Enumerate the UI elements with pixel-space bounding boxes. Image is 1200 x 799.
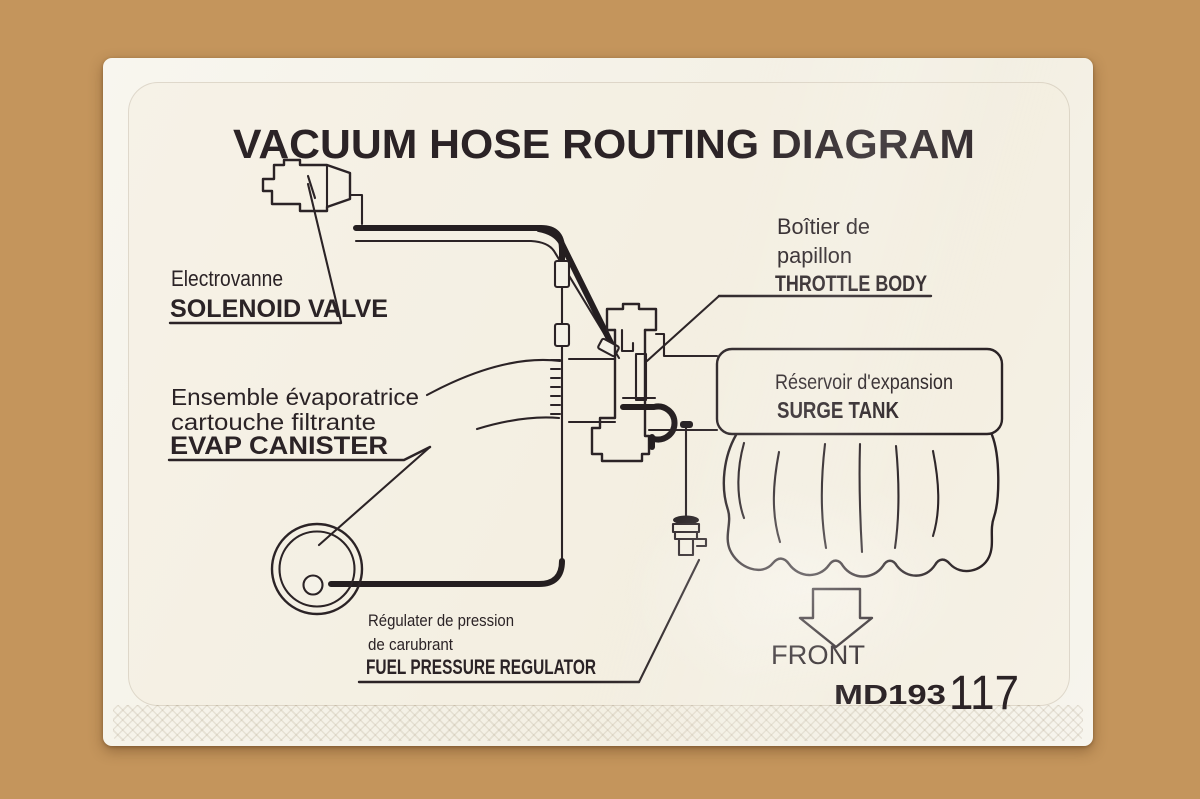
runner-contour [931, 449, 940, 538]
evap-canister-fr1: Ensemble évaporatrice [171, 384, 419, 410]
front-direction: FRONT [771, 587, 874, 670]
hose-fitting [553, 259, 571, 289]
hose-to-evap-canister [328, 558, 565, 587]
label-evap-canister: Ensemble évaporatrice cartouche filtrant… [167, 358, 562, 547]
canister-nipple [302, 574, 324, 596]
fuel-pressure-regulator-symbol [671, 421, 708, 557]
vacuum-hoses [328, 193, 621, 587]
runner-contour [737, 441, 746, 520]
throttle-inner-rect [634, 352, 648, 402]
surge-tank-label-fr: Réservoir d'expansion [775, 371, 953, 394]
throttle-inner-detail [620, 328, 635, 353]
evap-leader-curve-bottom [475, 416, 561, 431]
intake-runners [722, 433, 1000, 578]
front-label: FRONT [771, 640, 865, 670]
part-number-prefix: MD193 [834, 679, 946, 710]
part-number-suffix: 117 [949, 667, 1019, 720]
runner-contour [820, 442, 828, 550]
surge-tank-label-en: SURGE TANK [777, 397, 899, 423]
valve-lever [306, 174, 317, 200]
throttle-leader-line [645, 294, 721, 363]
runner-contour [858, 442, 864, 554]
label-throttle-body: Boîtier de papillon THROTTLE BODY [645, 214, 933, 363]
evap-canister-en: EVAP CANISTER [170, 432, 388, 460]
solenoid-leader-line [306, 182, 343, 324]
hose-fitting [553, 322, 571, 348]
valve-outlet-pipe [348, 193, 364, 226]
port-boss-lines [567, 357, 617, 424]
throttle-body-fr1: Boîtier de [777, 214, 870, 239]
surge-tank-symbol: Réservoir d'expansion SURGE TANK [715, 347, 1004, 436]
regulator-body [677, 537, 695, 557]
pipe-parallel-line [354, 239, 621, 360]
front-arrow-icon [798, 587, 874, 649]
runner-contour [772, 450, 782, 544]
gasket-hatch-marks [549, 358, 562, 416]
solenoid-valve-symbol [261, 158, 352, 213]
fpr-fr1: Régulater de pression [368, 611, 514, 630]
fpr-en: FUEL PRESSURE REGULATOR [366, 656, 596, 679]
regulator-hose-connector [680, 421, 693, 428]
evap-leader-curve-top [425, 358, 562, 397]
hose-fitting [597, 337, 620, 358]
u-hose [620, 403, 678, 443]
diagram-title: VACUUM HOSE ROUTING DIAGRAM [233, 121, 975, 167]
regulator-step [695, 537, 708, 548]
hose-diagonal-to-throttle [536, 226, 615, 348]
evap-leader-to-canister [317, 445, 432, 547]
fpr-leader-line [637, 558, 701, 684]
vacuum-hose-routing-decal: VACUUM HOSE ROUTING DIAGRAM [103, 58, 1093, 746]
throttle-body-fr2: papillon [777, 243, 852, 268]
decal-backing-texture [113, 705, 1083, 741]
label-solenoid-valve: Electrovanne SOLENOID VALVE [168, 182, 388, 325]
fpr-fr2: de carubrant [368, 635, 453, 654]
solenoid-valve-en: SOLENOID VALVE [170, 295, 388, 323]
throttle-body-symbol [590, 302, 719, 463]
evap-canister-symbol [270, 522, 364, 616]
vacuum-diagram-svg: VACUUM HOSE ROUTING DIAGRAM [167, 121, 1019, 720]
throttle-body-en: THROTTLE BODY [775, 271, 927, 296]
part-number: MD193 117 [834, 667, 1019, 720]
hose-valve-to-port [353, 225, 565, 265]
label-fuel-pressure-regulator: Régulater de pression de carubrant FUEL … [357, 558, 701, 684]
solenoid-valve-fr: Electrovanne [171, 266, 283, 291]
evap-canister-fr2: cartouche filtrante [171, 409, 376, 435]
regulator-cap [673, 515, 699, 525]
runner-contour [893, 444, 900, 550]
evap-underline [167, 445, 432, 462]
